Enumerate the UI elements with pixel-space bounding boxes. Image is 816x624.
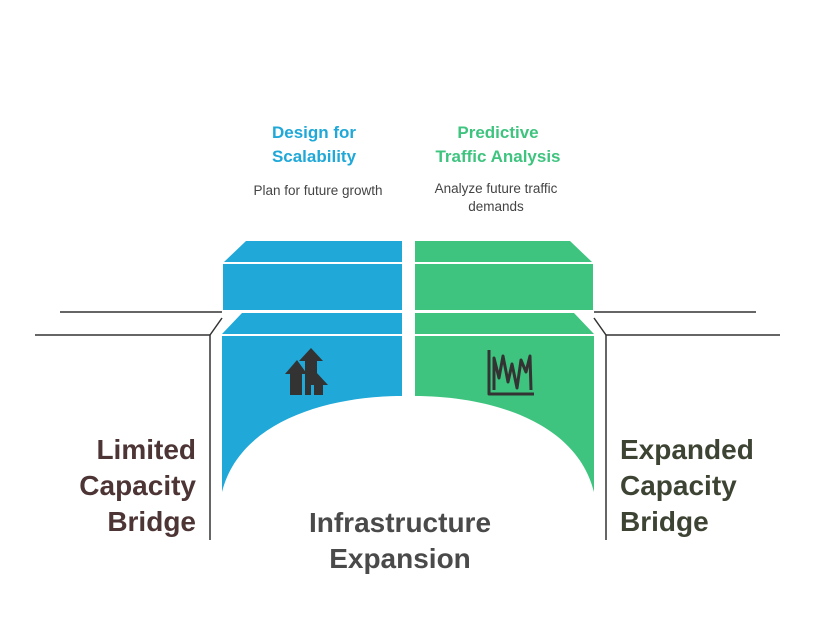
right-block-title-line: Traffic Analysis [435, 147, 561, 166]
infrastructure-expansion-label-line: Infrastructure [308, 507, 492, 538]
right-lower-slab [415, 313, 594, 334]
expanded-capacity-label-line: Capacity [620, 470, 737, 501]
right-arch-pillar [415, 336, 594, 492]
right-block-description-line: demands [468, 199, 524, 214]
right-diagonal-line [593, 317, 607, 336]
expanded-capacity-label: Expanded Capacity Bridge [620, 432, 754, 540]
left-block-title: Design for Scalability [226, 121, 402, 169]
right-middle-slab [415, 264, 593, 310]
left-block-title-line: Design for [271, 123, 357, 142]
right-block-description-line: Analyze future traffic [434, 181, 558, 196]
expanded-capacity-label-line: Expanded [620, 434, 754, 465]
left-middle-slab [223, 264, 402, 310]
road-lines [35, 311, 780, 540]
limited-capacity-label-line: Limited [96, 434, 196, 465]
limited-capacity-label-line: Capacity [79, 470, 196, 501]
left-arch-pillar [222, 336, 402, 492]
expanded-capacity-label-line: Bridge [620, 506, 709, 537]
traffic-chart-icon [487, 350, 534, 396]
left-block-description-line: Plan for future growth [253, 183, 383, 198]
right-top-slab [415, 241, 592, 262]
infrastructure-expansion-label-line: Expansion [329, 543, 471, 574]
left-block-title-line: Scalability [271, 147, 357, 166]
infrastructure-expansion-label: Infrastructure Expansion [280, 505, 520, 577]
right-block-title-line: Predictive [457, 123, 539, 142]
right-block-title: Predictive Traffic Analysis [406, 121, 590, 169]
growth-arrows-icon [285, 348, 328, 395]
right-block-description: Analyze future traffic demands [405, 180, 587, 216]
left-diagonal-line [209, 317, 223, 336]
left-lower-slab [222, 313, 402, 334]
left-bridge-block [222, 241, 402, 492]
limited-capacity-label: Limited Capacity Bridge [79, 432, 196, 540]
limited-capacity-label-line: Bridge [107, 506, 196, 537]
left-block-description: Plan for future growth [226, 182, 410, 200]
left-top-slab [224, 241, 402, 262]
right-bridge-block [415, 241, 594, 492]
